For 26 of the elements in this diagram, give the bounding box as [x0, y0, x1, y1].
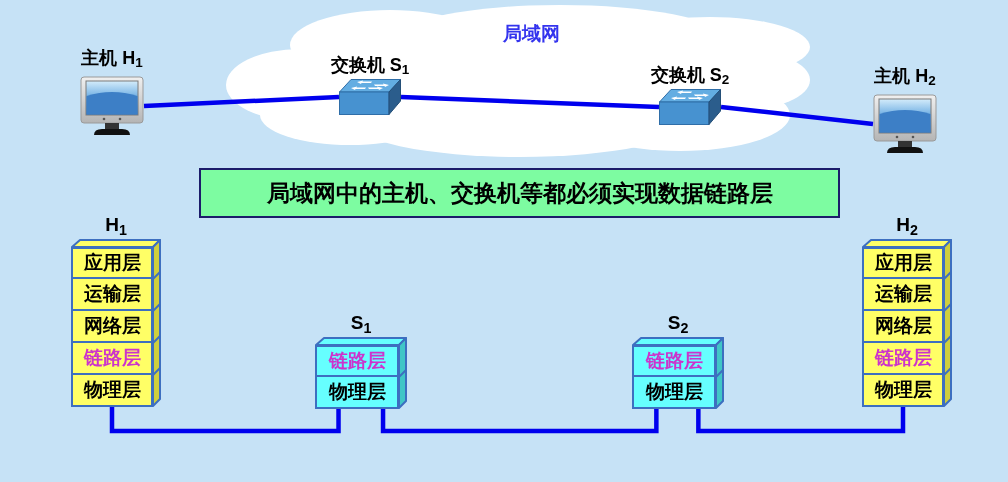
note-banner: 局域网中的主机、交换机等都必须实现数据链路层: [199, 168, 840, 218]
protocol-layer: 物理层: [71, 375, 153, 407]
protocol-layer: 运输层: [862, 279, 944, 311]
stack-label: H$_{1}$: [105, 213, 127, 239]
protocol-layer: 物理层: [862, 375, 944, 407]
stack-label: S$_{2}$: [667, 311, 689, 337]
stack-label: S$_{1}$: [350, 311, 372, 337]
protocol-layer: 链路层: [71, 343, 153, 375]
protocol-layer: 物理层: [315, 377, 399, 409]
protocol-layer: 物理层: [632, 377, 716, 409]
device-label: 主机 H$_{2}$: [874, 65, 936, 88]
network-link: [143, 94, 340, 109]
network-link: [109, 407, 341, 434]
device-label: 交换机 S$_{2}$: [650, 64, 730, 87]
network-link: [380, 409, 659, 434]
protocol-layer: 链路层: [862, 343, 944, 375]
protocol-layer: 网络层: [71, 311, 153, 343]
protocol-layer: 网络层: [862, 311, 944, 343]
network-link: [400, 94, 660, 110]
network-link: [720, 104, 874, 127]
network-label: 局域网: [503, 22, 560, 46]
device-label: 交换机 S$_{1}$: [330, 54, 410, 77]
stack-label: H$_{2}$: [896, 213, 918, 239]
protocol-layer: 运输层: [71, 279, 153, 311]
network-link: [696, 407, 906, 434]
device-label: 主机 H$_{1}$: [81, 47, 143, 70]
